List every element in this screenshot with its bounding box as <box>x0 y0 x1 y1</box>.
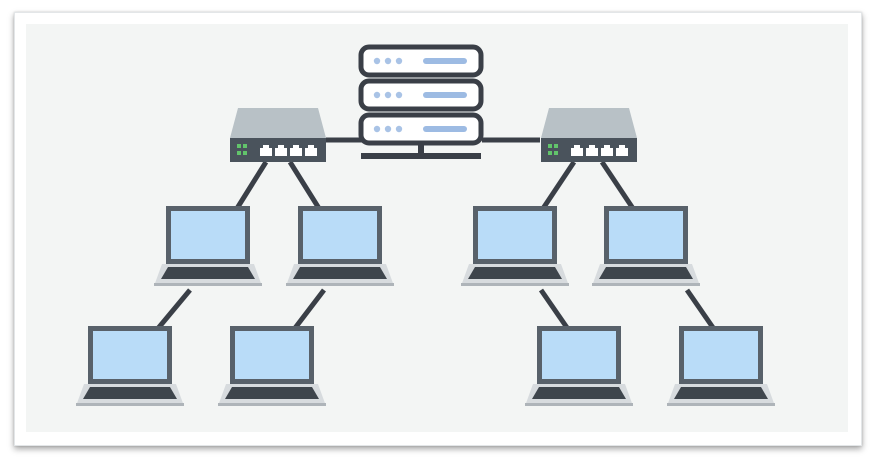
server-led <box>373 57 381 65</box>
server-unit-2 <box>358 78 484 112</box>
server-led <box>395 125 403 133</box>
switch-port <box>616 145 628 156</box>
switch-port <box>601 145 613 156</box>
laptop-keyboard <box>599 267 693 279</box>
laptop-edge <box>592 283 700 286</box>
laptop-icon <box>667 326 775 406</box>
cables-layer <box>153 137 719 334</box>
server-unit-1 <box>358 44 484 78</box>
server-led <box>384 125 392 133</box>
cable-switch-right-to-laptop-r2 <box>599 160 637 212</box>
laptop-keyboard <box>161 267 255 279</box>
switch-led <box>243 151 247 155</box>
laptop-edge <box>525 403 633 406</box>
cable-laptop-r2-to-laptop-r2-child <box>684 288 719 334</box>
server-led <box>395 57 403 65</box>
laptop-keyboard <box>225 387 319 399</box>
switch-port <box>305 145 317 156</box>
server-led <box>373 91 381 99</box>
cable-switch-right-to-laptop-r1 <box>539 160 577 212</box>
server-drive-bar <box>423 58 467 64</box>
laptop-icon <box>286 206 394 286</box>
switch-led <box>237 151 241 155</box>
laptop-icon <box>76 326 184 406</box>
server-base <box>361 153 481 159</box>
switch-led <box>554 144 558 148</box>
server-led <box>384 57 392 65</box>
laptop-keyboard <box>83 387 177 399</box>
switch-port <box>260 145 272 156</box>
switch-led <box>548 144 552 148</box>
switch-led <box>243 144 247 148</box>
laptop-icon <box>461 206 569 286</box>
laptop-keyboard <box>468 267 562 279</box>
laptop-screen <box>303 211 377 259</box>
devices-layer <box>76 44 775 406</box>
laptop-edge <box>461 283 569 286</box>
switch-port <box>586 145 598 156</box>
switch-lid <box>541 108 637 138</box>
laptop-keyboard <box>532 387 626 399</box>
network-switch-icon <box>230 108 326 162</box>
server-drive-bar <box>423 126 467 132</box>
laptop-screen <box>235 331 309 379</box>
laptop-edge <box>76 403 184 406</box>
network-switch-icon <box>541 108 637 162</box>
cable-switch-left-to-laptop-l2 <box>287 160 323 212</box>
server-led <box>373 125 381 133</box>
cable-switch-left-to-laptop-l1 <box>233 160 269 212</box>
switch-led <box>548 151 552 155</box>
switch-lid <box>230 108 326 138</box>
laptop-icon <box>592 206 700 286</box>
laptop-keyboard <box>293 267 387 279</box>
laptop-screen <box>684 331 758 379</box>
laptop-keyboard <box>674 387 768 399</box>
laptop-edge <box>286 283 394 286</box>
switch-port <box>290 145 302 156</box>
server-stand <box>418 143 424 155</box>
switch-port <box>571 145 583 156</box>
server-led <box>384 91 392 99</box>
cable-laptop-r1-to-laptop-r1-child <box>538 288 573 334</box>
laptop-screen <box>93 331 167 379</box>
laptop-screen <box>478 211 552 259</box>
laptop-edge <box>667 403 775 406</box>
switch-port <box>275 145 287 156</box>
laptop-edge <box>154 283 262 286</box>
laptop-icon <box>218 326 326 406</box>
laptop-icon <box>154 206 262 286</box>
server-drive-bar <box>423 92 467 98</box>
laptop-icon <box>525 326 633 406</box>
laptop-screen <box>171 211 245 259</box>
switch-led <box>237 144 241 148</box>
laptop-edge <box>218 403 326 406</box>
server-rack-icon <box>358 44 484 159</box>
cable-laptop-l1-to-laptop-l1-child <box>153 288 192 334</box>
switch-led <box>554 151 558 155</box>
laptop-screen <box>609 211 683 259</box>
server-led <box>395 91 403 99</box>
laptop-screen <box>542 331 616 379</box>
cable-laptop-l2-to-laptop-l2-child <box>290 288 326 334</box>
